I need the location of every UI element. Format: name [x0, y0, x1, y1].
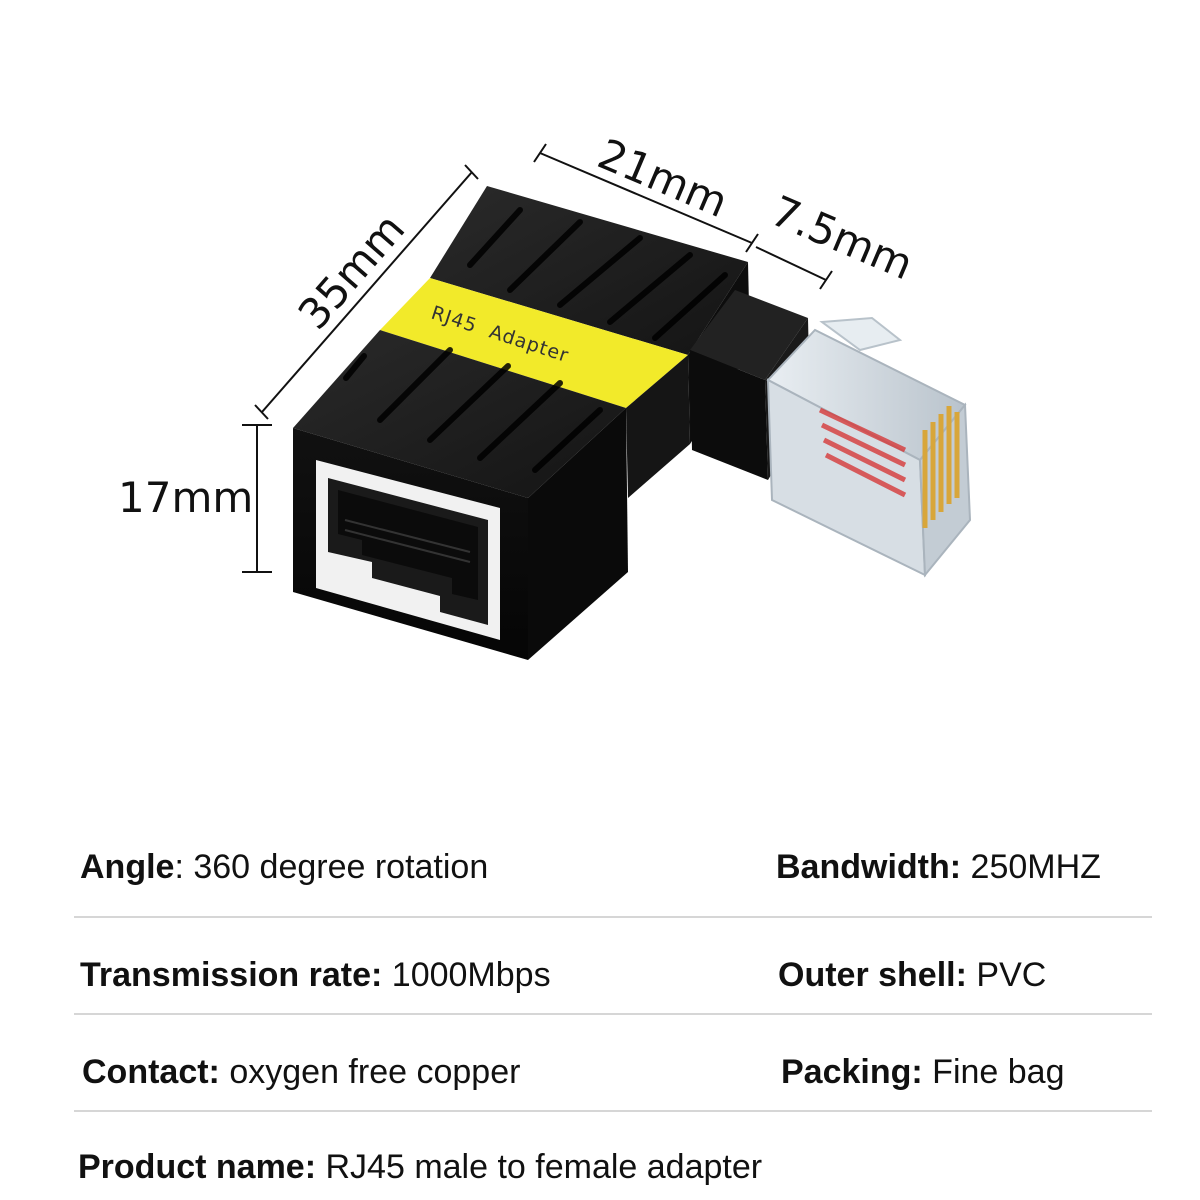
divider — [74, 1110, 1152, 1112]
spec-row-3: Contact: oxygen free copper Packing: Fin… — [0, 1042, 1200, 1102]
spec-label: Angle — [80, 848, 175, 886]
spec-separator: : — [174, 848, 194, 886]
product-figure: 35mm 21mm 7.5mm 17mm — [118, 129, 972, 660]
dimension-width-label: 21mm — [591, 129, 735, 227]
spec-label: Transmission rate: — [80, 956, 383, 994]
spec-product-name: Product name: RJ45 male to female adapte… — [78, 1137, 762, 1197]
spec-separator — [961, 848, 970, 886]
spec-transmission-rate: Transmission rate: 1000Mbps — [80, 945, 551, 1005]
spec-value: oxygen free copper — [229, 1053, 521, 1091]
dimension-height: 17mm — [118, 424, 272, 573]
spec-separator — [220, 1053, 229, 1091]
spec-packing: Packing: Fine bag — [781, 1042, 1065, 1102]
adapter-body: RJ45 Adapter — [293, 186, 972, 660]
spec-row-1: Angle: 360 degree rotation Bandwidth: 25… — [0, 837, 1200, 897]
spec-separator — [923, 1053, 932, 1091]
spec-separator — [316, 1148, 325, 1186]
spec-row-2: Transmission rate: 1000Mbps Outer shell:… — [0, 945, 1200, 1005]
dimension-plug-offset-label: 7.5mm — [764, 186, 920, 289]
spec-value: 360 degree rotation — [193, 848, 489, 886]
spec-label: Outer shell: — [778, 956, 967, 994]
rj45-plug — [766, 316, 972, 578]
spec-label: Packing: — [781, 1053, 923, 1091]
spec-value: PVC — [976, 956, 1047, 994]
spec-outer-shell: Outer shell: PVC — [778, 945, 1046, 1005]
spec-row-4: Product name: RJ45 male to female adapte… — [0, 1137, 1200, 1197]
spec-angle: Angle: 360 degree rotation — [80, 837, 488, 897]
spec-separator — [967, 956, 976, 994]
adapter-label-band — [380, 278, 688, 408]
divider — [74, 1013, 1152, 1015]
spec-contact: Contact: oxygen free copper — [82, 1042, 520, 1102]
spec-value: Fine bag — [932, 1053, 1065, 1091]
spec-separator — [382, 956, 391, 994]
spec-label: Product name: — [78, 1148, 317, 1186]
dimension-height-label: 17mm — [118, 473, 253, 522]
divider — [74, 916, 1152, 918]
spec-label: Contact: — [82, 1053, 220, 1091]
spec-value: 250MHZ — [970, 848, 1101, 886]
spec-label: Bandwidth: — [776, 848, 962, 886]
dimension-plug-offset: 7.5mm — [755, 186, 920, 290]
spec-value: RJ45 male to female adapter — [325, 1148, 763, 1186]
spec-bandwidth: Bandwidth: 250MHZ — [776, 837, 1101, 897]
spec-value: 1000Mbps — [391, 956, 551, 994]
